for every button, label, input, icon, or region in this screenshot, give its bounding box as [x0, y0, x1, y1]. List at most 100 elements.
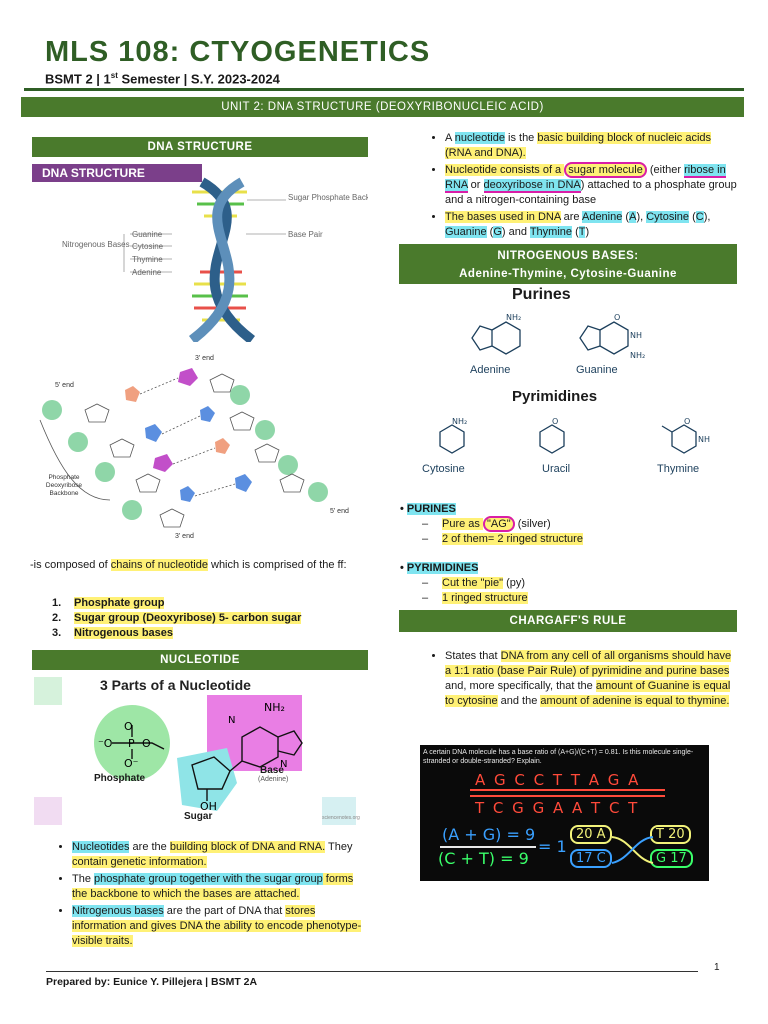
nucleotide-illustration: O ⁻O P O O⁻ OH NH₂ N N — [94, 695, 303, 813]
board-cross-lines — [611, 836, 654, 864]
composed-of-text: -is composed of chains of nucleotide whi… — [30, 559, 347, 571]
board-line — [470, 795, 665, 797]
board-question: A certain DNA molecule has a base ratio … — [423, 749, 694, 765]
decor-square — [34, 797, 62, 825]
label-thymine: Thymine — [132, 255, 163, 264]
page-number: 1 — [714, 962, 720, 973]
nucleotide-bullets: Nucleotides are the building block of DN… — [52, 840, 370, 951]
label-adenine: Adenine — [132, 268, 162, 277]
svg-text:NH₂: NH₂ — [452, 417, 467, 426]
board-eq-1: (A + G) = 9 — [442, 825, 536, 844]
dna-backbone-diagram: 5' end 3' end 5' end 3' end — [39, 355, 349, 540]
svg-text:NH: NH — [698, 435, 710, 444]
svg-text:O: O — [552, 417, 558, 426]
label-cytosine: Cytosine — [132, 242, 164, 251]
components-list: 1.Phosphate group 2.Sugar group (Deoxyri… — [52, 596, 372, 641]
decor-square — [322, 797, 356, 825]
bullet-item: Nitrogenous bases are the part of DNA th… — [72, 904, 370, 949]
svg-text:O: O — [614, 313, 620, 322]
svg-text:NH₂: NH₂ — [264, 701, 285, 714]
svg-text:O: O — [684, 417, 690, 426]
board-box-20a: 20 A — [570, 825, 612, 844]
svg-text:P: P — [128, 737, 135, 750]
purines-title: • PURINES — [400, 503, 456, 515]
svg-text:⁻O: ⁻O — [98, 737, 113, 750]
label-sugar: Sugar — [184, 811, 213, 822]
board-box-17c: 17 C — [570, 849, 612, 868]
component-item: 2.Sugar group (Deoxyribose) 5- carbon su… — [52, 612, 302, 624]
svg-text:N: N — [228, 715, 235, 726]
blackboard-problem: A certain DNA molecule has a base ratio … — [420, 745, 709, 881]
svg-text:NH₂: NH₂ — [506, 313, 521, 322]
bullet-item: A nucleotide is the basic building block… — [445, 131, 737, 161]
component-item: 1.Phosphate group — [52, 597, 165, 609]
label-base-sub: (Adenine) — [258, 776, 289, 783]
board-box-g17: G 17 — [650, 849, 693, 868]
nucleotide-bar: NUCLEOTIDE — [32, 650, 368, 670]
dna-helix-illustration: Sugar Phosphate Backbone Base Pair Nitro… — [62, 177, 368, 342]
purines-heading: Purines — [512, 286, 571, 303]
dna-structure-bar: DNA STRUCTURE — [32, 137, 368, 157]
purines-item: –Pure as "AG" (silver) — [422, 516, 551, 532]
document-subtitle: BSMT 2 | 1st Semester | S.Y. 2023-2024 — [45, 71, 280, 87]
label-uracil: Uracil — [542, 463, 570, 475]
nucleotide-figure-title: 3 Parts of a Nucleotide — [100, 677, 251, 693]
bullet-item: The bases used in DNA are Adenine (A), C… — [445, 210, 737, 240]
nucleotide-figure: 3 Parts of a Nucleotide O ⁻O P O O⁻ OH N… — [32, 673, 368, 828]
pyrimidines-section: • PYRIMIDINES –Cut the "pie" (py) –1 rin… — [400, 561, 730, 606]
footer-rule — [46, 971, 698, 972]
label-backbone: Phosphate Deoxyribose Backbone — [45, 474, 83, 497]
prepared-by: Prepared by: Eunice Y. Pillejera | BSMT … — [46, 976, 258, 988]
purines-section: • PURINES –Pure as "AG" (silver) –2 of t… — [400, 502, 730, 547]
decor-square — [34, 677, 62, 705]
svg-text:O⁻: O⁻ — [124, 757, 139, 770]
label-nitrogenous-bases: Nitrogenous Bases — [62, 240, 130, 249]
svg-text:O: O — [142, 737, 151, 750]
bullet-item: The phosphate group together with the su… — [72, 872, 370, 902]
figure-banner: DNA STRUCTURE — [32, 164, 202, 182]
board-box-t20: T 20 — [650, 825, 691, 844]
bullet-item: Nucleotide consists of a sugar molecule … — [445, 162, 737, 208]
svg-text:O: O — [124, 720, 133, 733]
label-guanine: Guanine — [576, 364, 618, 376]
pyrimidines-title: • PYRIMIDINES — [400, 562, 479, 574]
svg-text:NH: NH — [630, 331, 642, 340]
board-eq-result: = 1 — [538, 837, 567, 856]
svg-text:NH₂: NH₂ — [630, 351, 645, 360]
figure-credit: sciencenotes.org — [322, 815, 360, 821]
nitrogenous-bases-bar: NITROGENOUS BASES: Adenine-Thymine, Cyto… — [399, 244, 737, 284]
label-phosphate: Phosphate — [94, 773, 146, 784]
nucleotide-definition-bullets: A nucleotide is the basic building block… — [425, 131, 737, 242]
base-structures: NH₂ O NH NH₂ NH₂ O O NH Adenine Guanine Cytosi… — [422, 313, 710, 475]
label-5-end-left: 5' end — [55, 382, 74, 389]
svg-text:N: N — [280, 759, 287, 770]
bases-figure: Purines Pyrimidines NH₂ O NH NH₂ NH₂ O O NH Ad… — [400, 286, 740, 478]
unit-bar: UNIT 2: DNA STRUCTURE (DEOXYRIBONUCLEIC … — [21, 97, 744, 117]
label-thymine: Thymine — [657, 463, 699, 475]
svg-text:OH: OH — [200, 800, 217, 813]
chargaff-bar: CHARGAFF'S RULE — [399, 610, 737, 632]
bullet-item: States that DNA from any cell of all org… — [445, 649, 737, 709]
label-guanine: Guanine — [132, 230, 163, 239]
component-item: 3.Nitrogenous bases — [52, 627, 174, 639]
chargaff-text: States that DNA from any cell of all org… — [425, 649, 737, 711]
board-fraction-bar — [440, 846, 536, 848]
label-adenine: Adenine — [470, 364, 510, 376]
dna-chemical-structure-figure: 5' end 3' end 5' end 3' end Phosphate De — [30, 350, 366, 545]
label-base-pair: Base Pair — [288, 230, 323, 239]
bullet-item: Nucleotides are the building block of DN… — [72, 840, 370, 870]
pyrimidines-heading: Pyrimidines — [512, 388, 598, 405]
dna-structure-figure: DNA STRUCTURE Sugar Phosphate Backbone B… — [32, 162, 368, 342]
board-strand-1: A G C C T T A G A — [475, 771, 641, 789]
purines-item: –2 of them= 2 ringed structure — [422, 533, 583, 545]
pyrimidines-item: –1 ringed structure — [422, 592, 528, 604]
label-sugar-phosphate: Sugar Phosphate Backbone — [288, 193, 368, 202]
board-eq-2: (C + T) = 9 — [438, 849, 529, 868]
label-3-end-top: 3' end — [195, 355, 214, 362]
document-title: MLS 108: CTYOGENETICS — [45, 36, 431, 68]
label-cytosine: Cytosine — [422, 463, 465, 475]
pyrimidines-item: –Cut the "pie" (py) — [422, 577, 526, 589]
board-strand-2: T C G G A A T C T — [475, 799, 640, 817]
header-rule — [24, 88, 744, 91]
board-line — [470, 789, 665, 791]
